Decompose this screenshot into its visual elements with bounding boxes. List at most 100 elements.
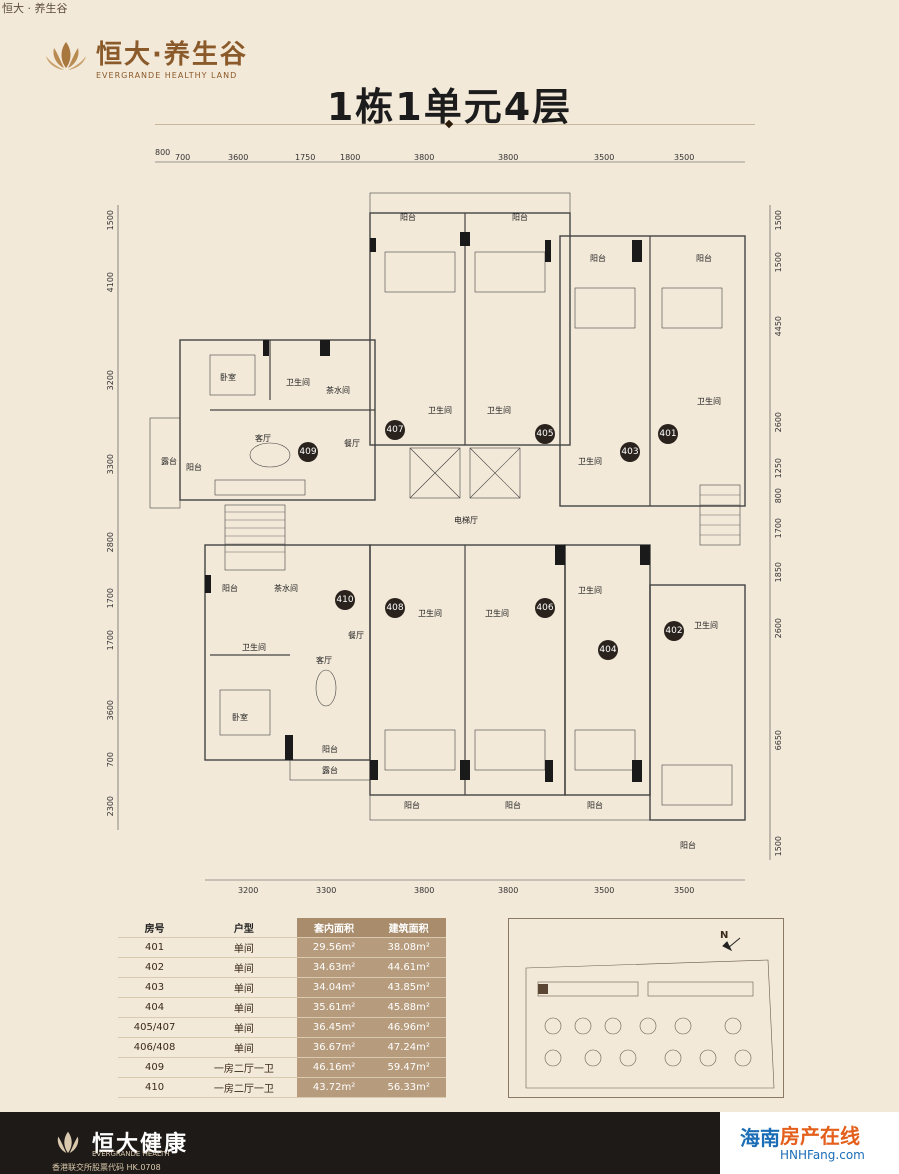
cell-type: 单间 [191, 977, 297, 998]
cell-room: 409 [118, 1057, 192, 1078]
room-bathroom-407: 卫生间 [428, 406, 452, 415]
room-dining-409: 餐厅 [344, 439, 360, 448]
cell-inner: 34.63m² [296, 957, 372, 978]
cell-inner: 36.45m² [296, 1017, 372, 1038]
room-balcony-3: 阳台 [590, 254, 606, 263]
cell-inner: 46.16m² [296, 1057, 372, 1078]
room-living-409: 客厅 [255, 434, 271, 443]
cell-room: 403 [118, 977, 192, 998]
unit-badge-405: 405 [535, 424, 555, 444]
top-label: 恒大 · 养生谷 [2, 2, 68, 15]
room-balcony-410b: 阳台 [322, 745, 338, 754]
elevator-hall: 电梯厅 [454, 516, 478, 525]
cell-room: 404 [118, 997, 192, 1018]
unit-badge-406: 406 [535, 598, 555, 618]
cell-build: 43.85m² [371, 977, 446, 998]
cell-room: 405/407 [118, 1017, 192, 1038]
room-balcony-1: 阳台 [400, 213, 416, 222]
cell-type: 单间 [191, 937, 297, 958]
logo-subtext: EVERGRANDE HEALTHY LAND [96, 71, 238, 80]
header-type: 户型 [191, 918, 297, 938]
unit-badge-408: 408 [385, 598, 405, 618]
table-header-row: 房号 户型 套内面积 建筑面积 [118, 918, 446, 938]
cell-room: 410 [118, 1077, 192, 1098]
cell-type: 单间 [191, 957, 297, 978]
floor-plan [117, 161, 771, 881]
lotus-logo-icon [46, 42, 86, 70]
room-bathroom-402: 卫生间 [694, 621, 718, 630]
cell-build: 46.96m² [371, 1017, 446, 1038]
room-living-410: 客厅 [316, 656, 332, 665]
lotus-logo-icon [57, 1131, 79, 1153]
room-bathroom-403: 卫生间 [578, 457, 602, 466]
room-bathroom-401: 卫生间 [697, 397, 721, 406]
dim-top-1: 800 [155, 148, 171, 157]
unit-badge-403: 403 [620, 442, 640, 462]
cell-room: 402 [118, 957, 192, 978]
room-balcony-2: 阳台 [512, 213, 528, 222]
unit-badge-407: 407 [385, 420, 405, 440]
logo-text: 恒大·养生谷 [96, 40, 248, 70]
header-inner-area: 套内面积 [296, 918, 372, 938]
dim-bottom-2: 3300 [316, 886, 337, 895]
title-divider [155, 124, 755, 125]
unit-badge-404: 404 [598, 640, 618, 660]
north-marker: N [720, 930, 729, 941]
cell-inner: 29.56m² [296, 937, 372, 958]
room-balcony-408: 阳台 [404, 801, 420, 810]
room-bedroom-410: 卧室 [232, 713, 248, 722]
cell-build: 47.24m² [371, 1037, 446, 1058]
cell-room: 401 [118, 937, 192, 958]
dim-top-8: 3500 [594, 153, 615, 162]
logo: 恒大·养生谷 EVERGRANDE HEALTHY LAND [44, 34, 248, 80]
dim-bottom-1: 3200 [238, 886, 259, 895]
dim-bottom-4: 3800 [498, 886, 519, 895]
cell-inner: 43.72m² [296, 1077, 372, 1098]
cell-inner: 35.61m² [296, 997, 372, 1018]
room-terrace-410: 露台 [322, 766, 338, 775]
watermark: 海南 房产在线 HNHFang.com [720, 1112, 899, 1174]
cell-build: 56.33m² [371, 1077, 446, 1098]
cell-build: 44.61m² [371, 957, 446, 978]
dim-top-2: 700 [175, 153, 191, 162]
room-balcony-406: 阳台 [505, 801, 521, 810]
dim-top-7: 3800 [498, 153, 519, 162]
room-bathroom-404: 卫生间 [578, 586, 602, 595]
header-room: 房号 [118, 918, 192, 938]
site-map [508, 918, 784, 1098]
unit-badge-402: 402 [664, 621, 684, 641]
cell-room: 406/408 [118, 1037, 192, 1058]
cell-type: 一房二厅一卫 [191, 1077, 297, 1098]
cell-type: 一房二厅一卫 [191, 1057, 297, 1078]
cell-type: 单间 [191, 1017, 297, 1038]
dim-top-6: 3800 [414, 153, 435, 162]
room-balcony-410: 阳台 [222, 584, 238, 593]
room-dining-410: 餐厅 [348, 631, 364, 640]
unit-badge-409: 409 [298, 442, 318, 462]
room-terrace-409: 露台 [161, 457, 177, 466]
dim-top-3: 3600 [228, 153, 249, 162]
footer-stock-code: 香港联交所股票代码 HK.0708 [52, 1163, 161, 1172]
room-balcony-409: 阳台 [186, 463, 202, 472]
cell-type: 单间 [191, 1037, 297, 1058]
room-bathroom-408: 卫生间 [418, 609, 442, 618]
room-bedroom-409: 卧室 [220, 373, 236, 382]
header-build-area: 建筑面积 [371, 918, 446, 938]
watermark-b: 房产在线 [780, 1124, 860, 1148]
dim-top-5: 1800 [340, 153, 361, 162]
room-bathroom-406: 卫生间 [485, 609, 509, 618]
cell-inner: 34.04m² [296, 977, 372, 998]
room-tearoom-410: 茶水间 [274, 584, 298, 593]
dim-bottom-3: 3800 [414, 886, 435, 895]
watermark-c: HNHFang.com [780, 1148, 865, 1162]
room-balcony-4: 阳台 [696, 254, 712, 263]
dim-bottom-5: 3500 [594, 886, 615, 895]
